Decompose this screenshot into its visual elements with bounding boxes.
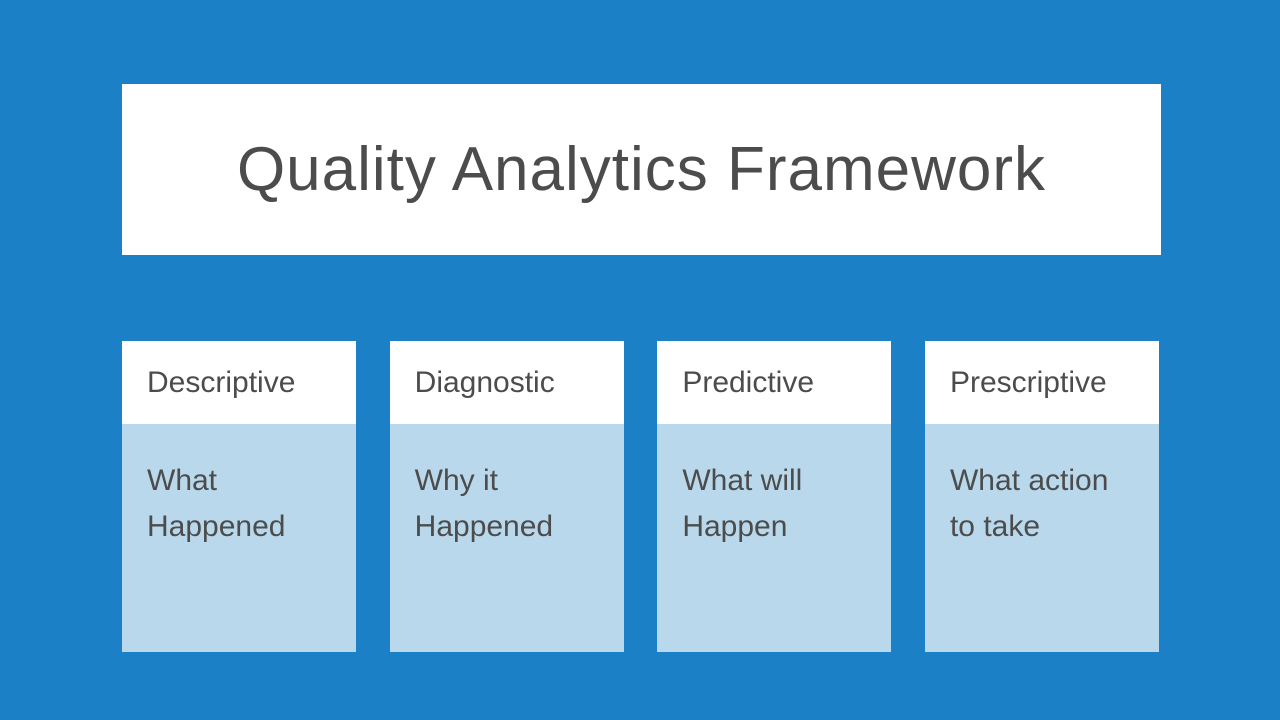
card-descriptive-header: Descriptive xyxy=(122,341,356,424)
card-diagnostic: Diagnostic Why it Happened xyxy=(389,341,624,652)
card-predictive-body: What will Happen xyxy=(657,424,892,652)
card-body-line: Happened xyxy=(147,510,286,543)
card-predictive: Predictive What will Happen xyxy=(657,341,892,652)
card-prescriptive-body: What action to take xyxy=(924,424,1159,652)
card-body-line: to take xyxy=(949,510,1041,543)
card-body-line: What xyxy=(147,464,218,497)
card-prescriptive: Prescriptive What action to take xyxy=(924,341,1159,652)
card-predictive-header: Predictive xyxy=(657,341,892,424)
card-body-line: Happen xyxy=(682,510,788,543)
card-diagnostic-header: Diagnostic xyxy=(389,341,624,424)
card-descriptive: Descriptive What Happened xyxy=(122,341,356,652)
card-body-line: Why it xyxy=(414,464,498,497)
title-box: Quality Analytics Framework xyxy=(122,84,1161,255)
card-descriptive-body: What Happened xyxy=(122,424,356,652)
card-body-line: What will xyxy=(682,464,803,497)
slide-title: Quality Analytics Framework xyxy=(236,135,1047,204)
card-prescriptive-header: Prescriptive xyxy=(924,341,1159,424)
card-body-line: What action xyxy=(949,464,1109,497)
card-diagnostic-body: Why it Happened xyxy=(389,424,624,652)
card-body-line: Happened xyxy=(414,510,554,543)
cards-row: Descriptive What Happened Diagnostic Why… xyxy=(122,341,1159,652)
